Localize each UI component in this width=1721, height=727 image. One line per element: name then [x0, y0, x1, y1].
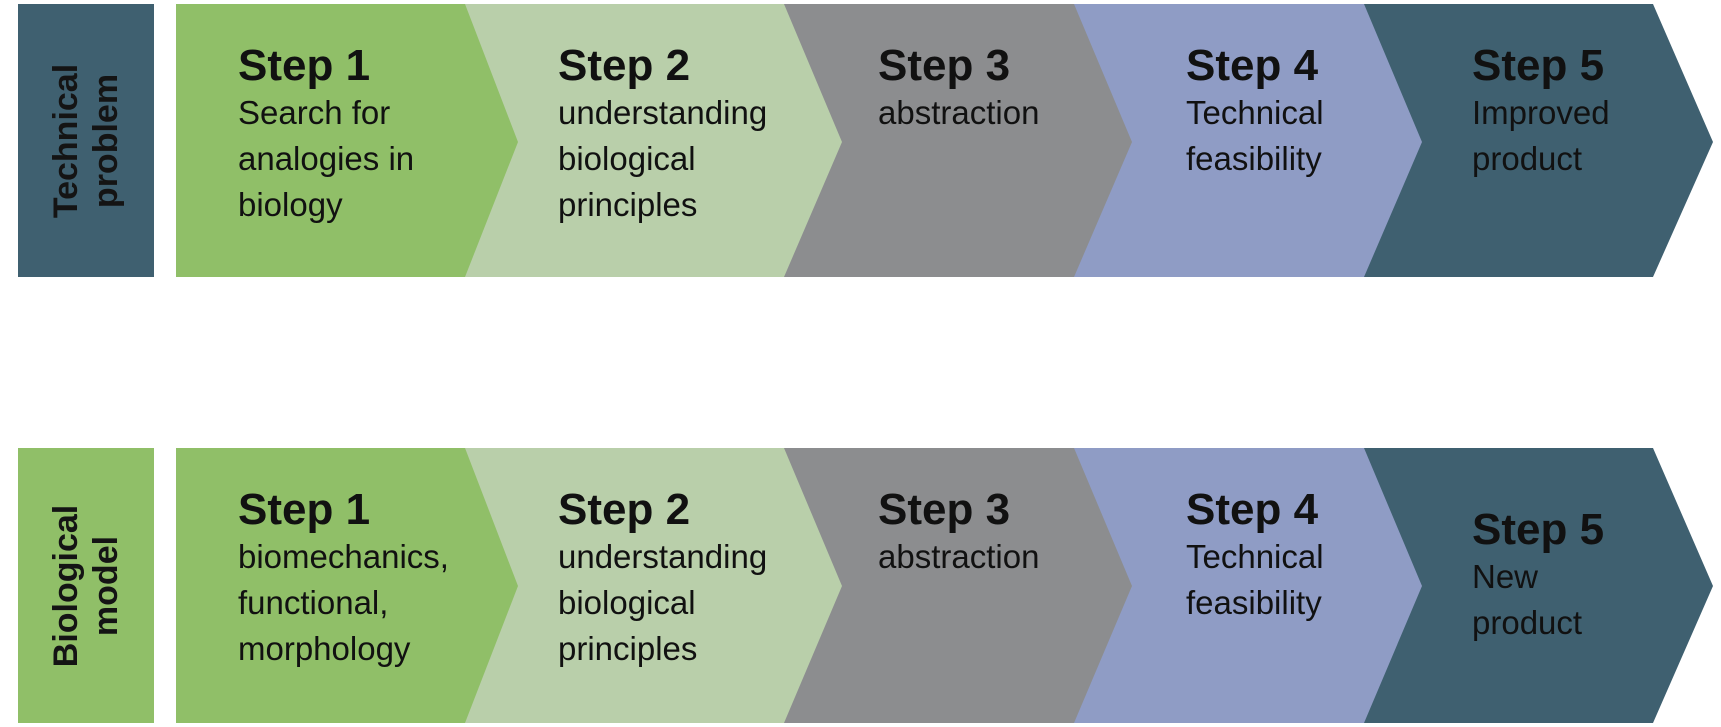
- biological-step-3-title: Step 3: [878, 485, 1011, 534]
- biological-model-label-box: Biological model: [18, 448, 154, 723]
- technical-step-4-title: Step 4: [1186, 41, 1319, 90]
- technical-step-5-title: Step 5: [1472, 41, 1605, 90]
- biological-step-1-chevron: [176, 448, 525, 723]
- technical-step-3-chevron: [784, 4, 1138, 277]
- technical-step-4: Step 4 Technical feasibility: [1186, 42, 1324, 182]
- technical-step-5: Step 5 Improved product: [1472, 42, 1610, 182]
- technical-step-1-chevron: [176, 4, 525, 277]
- biological-step-1-title: Step 1: [238, 485, 371, 534]
- biological-step-5: Step 5 New product: [1472, 506, 1604, 646]
- technical-step-1-desc: Search for analogies in biology: [238, 94, 415, 223]
- biological-step-4: Step 4 Technical feasibility: [1186, 486, 1324, 626]
- biological-step-5-chevron: [1364, 448, 1713, 723]
- biological-step-3-desc: abstraction: [878, 538, 1040, 575]
- technical-step-4-desc: Technical feasibility: [1186, 94, 1324, 177]
- technical-step-4-chevron: [1074, 4, 1428, 277]
- technical-step-2-chevron: [465, 4, 848, 277]
- technical-step-1: Step 1 Search for analogies in biology: [238, 42, 414, 228]
- biological-model-row: Biological model Step 1 biomechanics, fu…: [0, 448, 1721, 723]
- technical-step-3: Step 3 abstraction: [878, 42, 1039, 136]
- biological-step-2-chevron: [465, 448, 848, 723]
- biological-step-2-title: Step 2: [558, 485, 691, 534]
- technical-step-2: Step 2 understanding biological principl…: [558, 42, 767, 228]
- biological-step-5-title: Step 5: [1472, 505, 1605, 554]
- biological-step-2-desc: understanding biological principles: [558, 538, 768, 667]
- technical-step-2-title: Step 2: [558, 41, 691, 90]
- biological-step-2: Step 2 understanding biological principl…: [558, 486, 767, 672]
- technical-step-3-desc: abstraction: [878, 94, 1040, 131]
- biological-step-1-desc: biomechanics, functional, morphology: [238, 538, 449, 667]
- biological-step-4-desc: Technical feasibility: [1186, 538, 1324, 621]
- technical-step-2-desc: understanding biological principles: [558, 94, 768, 223]
- biological-step-5-desc: New product: [1472, 558, 1583, 641]
- biological-step-1: Step 1 biomechanics, functional, morphol…: [238, 486, 449, 672]
- biological-step-3: Step 3 abstraction: [878, 486, 1039, 580]
- biological-chevrons: [176, 448, 1713, 723]
- biological-step-3-chevron: [784, 448, 1138, 723]
- technical-step-5-desc: Improved product: [1472, 94, 1610, 177]
- biological-step-4-title: Step 4: [1186, 485, 1319, 534]
- technical-problem-label-box: Technical problem: [18, 4, 154, 277]
- technical-problem-row: Technical problem Step 1 Search for anal…: [0, 4, 1721, 277]
- technical-step-5-chevron: [1364, 4, 1713, 277]
- technical-step-1-title: Step 1: [238, 41, 371, 90]
- technical-step-3-title: Step 3: [878, 41, 1011, 90]
- biological-step-4-chevron: [1074, 448, 1428, 723]
- technical-chevrons: [176, 4, 1713, 277]
